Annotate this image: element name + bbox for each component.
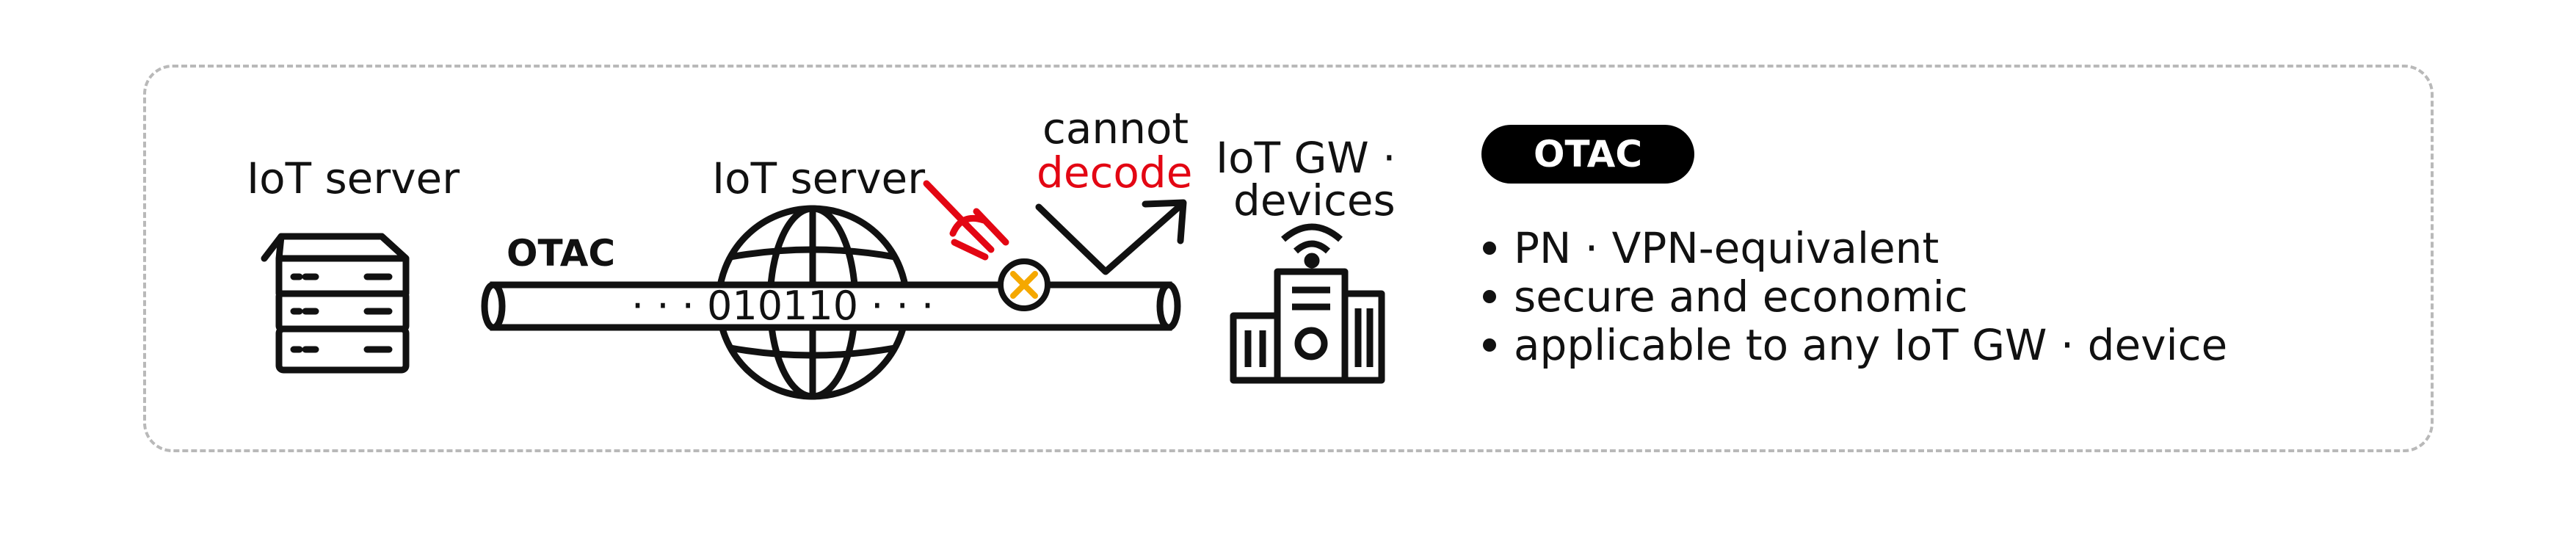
feature-item: secure and economic <box>1483 272 1968 322</box>
server-icon <box>261 233 410 374</box>
bullet-icon <box>1483 290 1496 303</box>
gateway-label-line1: IoT GW · <box>1216 133 1396 183</box>
building-wireless-icon <box>1230 223 1385 384</box>
feature-text: PN · VPN-equivalent <box>1514 223 1940 273</box>
cannot-label: cannot <box>1042 104 1189 153</box>
pipe-protocol-label: OTAC <box>507 232 616 275</box>
feature-item: PN · VPN-equivalent <box>1483 223 1939 273</box>
left-server-label: IoT server <box>247 153 460 203</box>
feature-text: applicable to any IoT GW · device <box>1514 320 2228 370</box>
pitchfork-icon <box>923 180 1009 261</box>
otac-badge: OTAC <box>1481 125 1694 184</box>
gateway-label-line2: devices <box>1233 175 1396 225</box>
bullet-icon <box>1483 338 1496 352</box>
bullet-icon <box>1483 242 1496 255</box>
pipe <box>481 281 1181 331</box>
rebound-arrow-icon <box>1035 199 1187 275</box>
diagram-frame <box>143 65 2434 452</box>
feature-text: secure and economic <box>1514 272 1968 322</box>
feature-item: applicable to any IoT GW · device <box>1483 320 2227 370</box>
blocked-x-icon <box>998 258 1051 311</box>
decode-label: decode <box>1037 148 1193 197</box>
binary-stream: · · · 010110 · · · <box>631 283 935 329</box>
middle-server-label: IoT server <box>712 153 926 203</box>
